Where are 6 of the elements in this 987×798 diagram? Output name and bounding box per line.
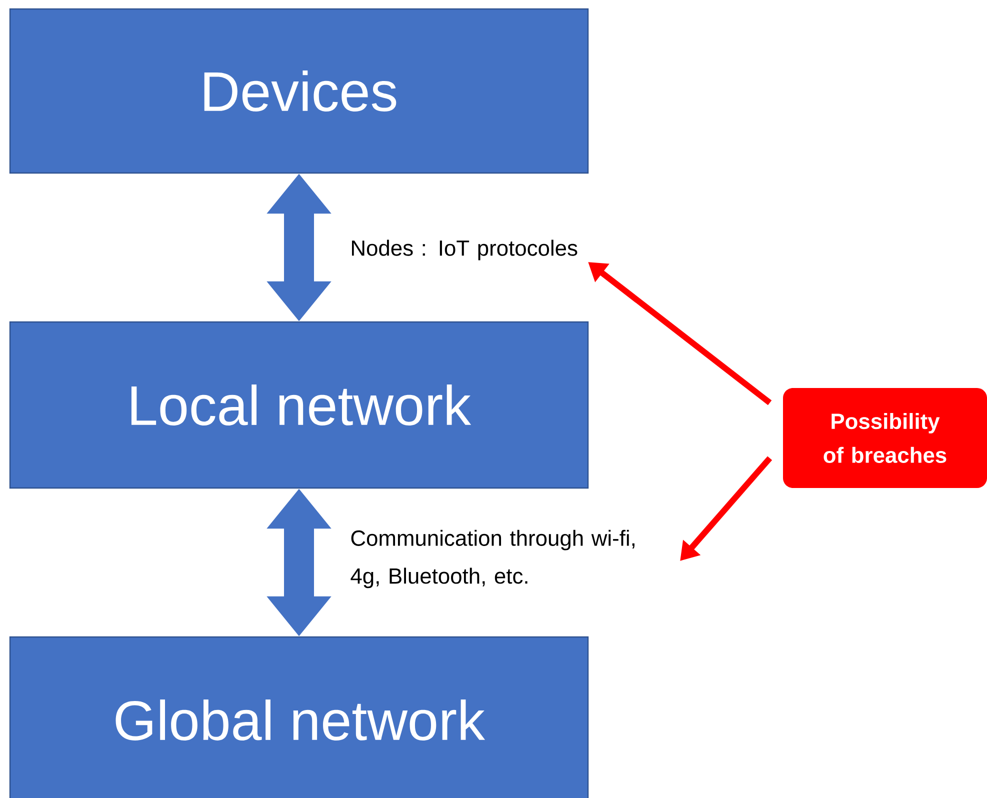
process-box: Global network bbox=[9, 636, 589, 798]
callout-box: Possibility of breaches bbox=[783, 388, 987, 488]
annotation-text: Communication through wi-fi, 4g, Bluetooth, etc. bbox=[350, 530, 634, 588]
process-box: Local network bbox=[9, 321, 589, 489]
annotation-text: Nodes : IoT protocoles bbox=[352, 240, 578, 260]
process-box: Devices bbox=[9, 8, 589, 174]
